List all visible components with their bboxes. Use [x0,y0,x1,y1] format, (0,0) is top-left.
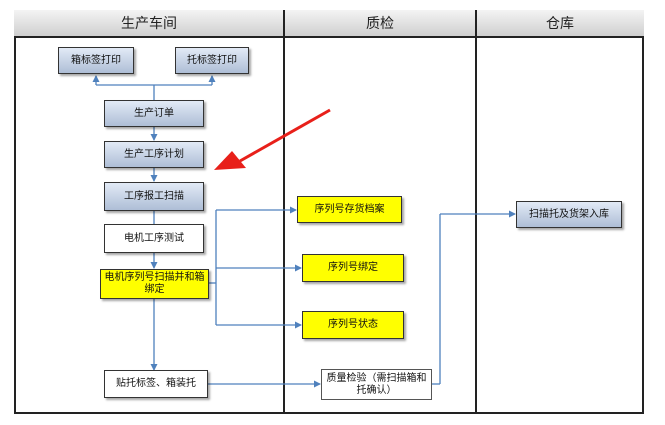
box-label-print-node: 箱标签打印 [58,47,134,74]
process-plan-node: 生产工序计划 [104,141,204,168]
serial-binding-node: 序列号绑定 [302,254,404,282]
annotation-arrow [214,108,331,170]
serial-status-node: 序列号状态 [302,311,404,339]
lane-divider [475,10,477,414]
pallet-label-print-node: 托标签打印 [175,47,249,74]
lane-header-production: 生产车间 [14,10,284,38]
scan-inbound-node: 扫描托及货架入库 [516,201,622,228]
serial-archive-node: 序列号存货档案 [297,196,402,223]
lane-header-warehouse: 仓库 [476,10,644,38]
lane-header-quality: 质检 [284,10,476,38]
serial-bind-node: 电机序列号扫描并和箱绑定 [100,269,209,299]
lane-divider [283,10,285,414]
process-scan-node: 工序报工扫描 [104,182,204,211]
production-order-node: 生产订单 [104,100,204,127]
motor-test-node: 电机工序测试 [104,224,204,253]
pallet-pack-node: 贴托标签、箱装托 [104,370,208,398]
quality-check-node: 质量检验（需扫描箱和托确认） [321,369,432,400]
